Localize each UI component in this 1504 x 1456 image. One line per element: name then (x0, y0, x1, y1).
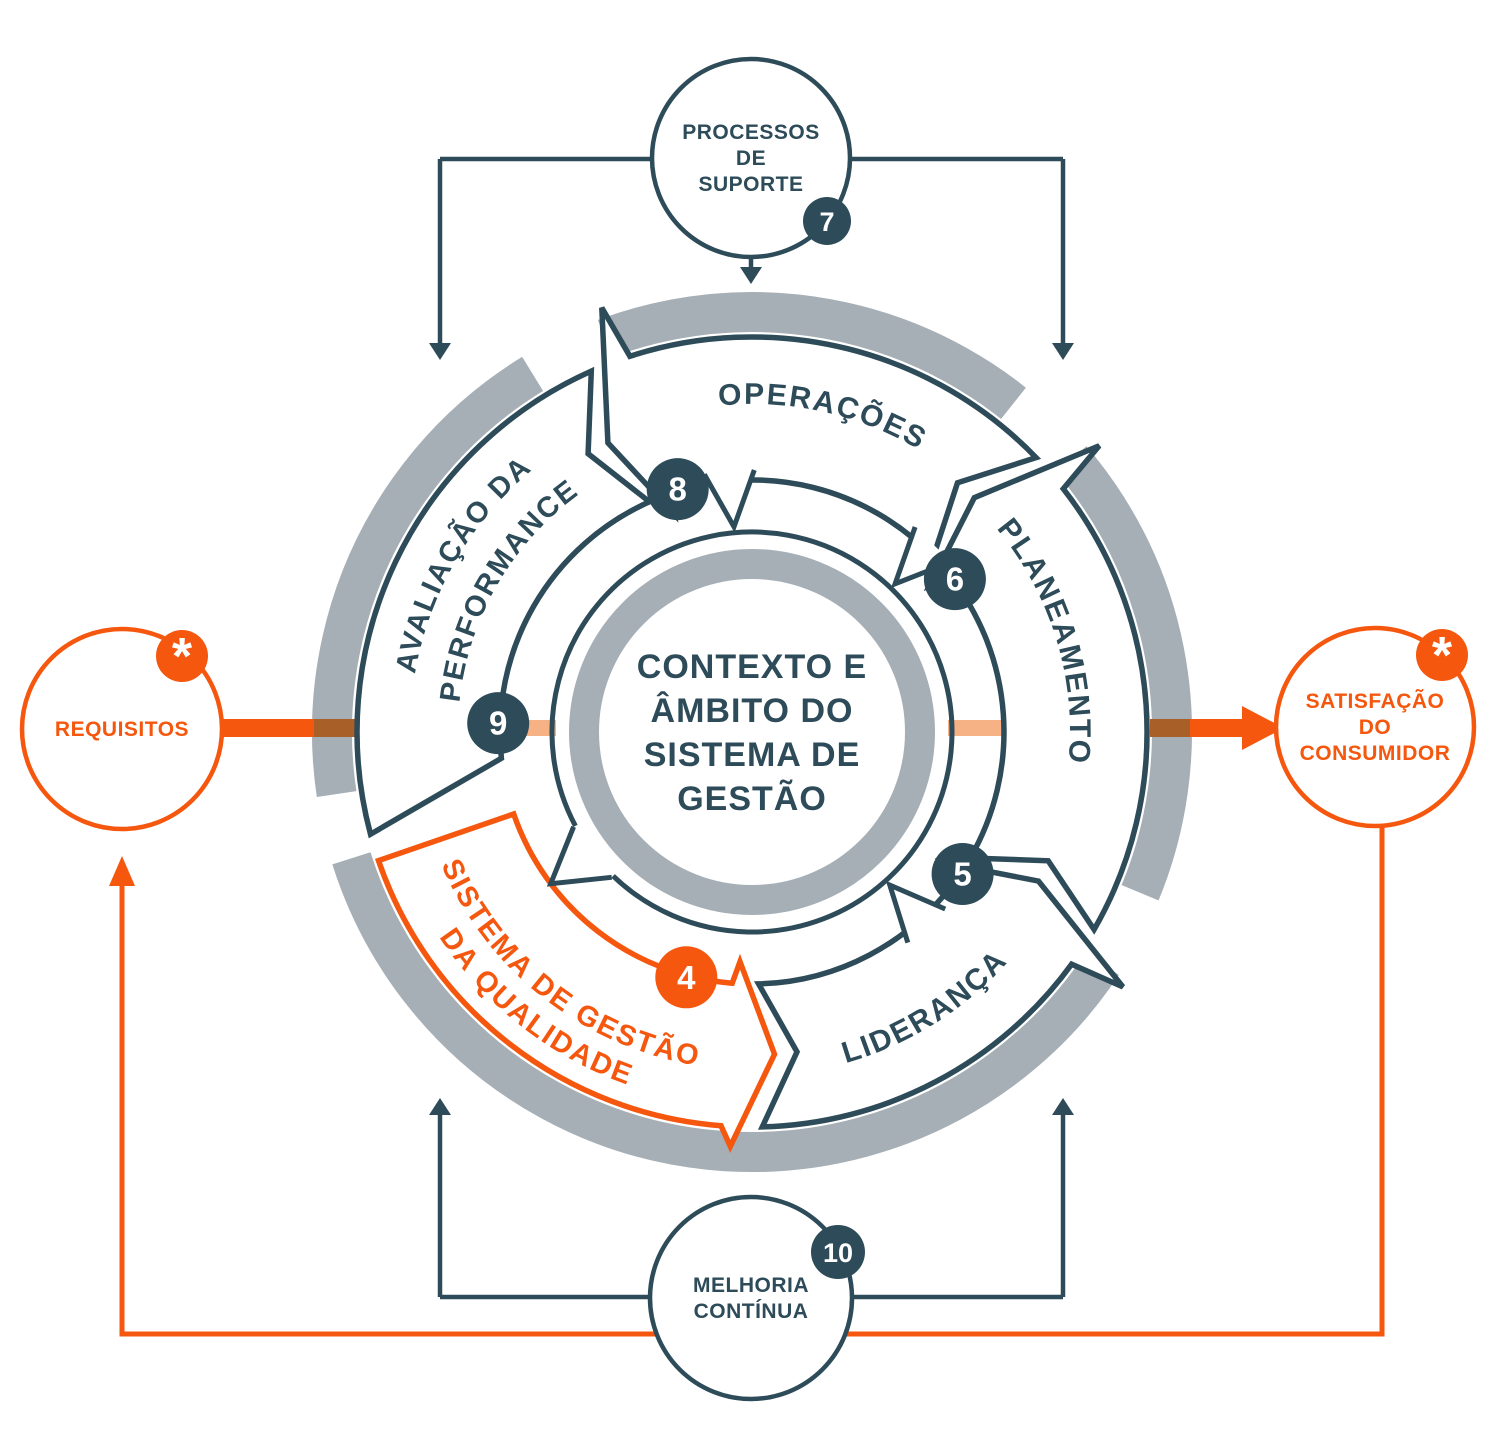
arrow-down-icon (429, 343, 451, 360)
requisitos-node-label: REQUISITOS (55, 718, 189, 741)
planeamento-badge (923, 548, 986, 611)
planeamento-badge-number: 6 (946, 561, 964, 598)
segment-pointer (702, 469, 757, 533)
processos-suporte-node (649, 56, 853, 260)
processos-suporte-badge (803, 197, 851, 245)
operacoes-badge (646, 458, 709, 521)
melhoria-continua-badge (811, 1225, 865, 1279)
requisitos-badge-label: * (172, 628, 193, 686)
center-circle-outline (549, 529, 955, 935)
lideranca-badge-number: 5 (953, 856, 971, 893)
avaliacao-segment (354, 366, 655, 839)
melhoria-continua-node (647, 1194, 855, 1402)
operacoes-badge-number: 8 (669, 471, 687, 508)
center-circle-tail (546, 825, 612, 887)
flow-bar-ring-left (312, 719, 357, 737)
sgq-badge (655, 946, 718, 1009)
processos-suporte-badge-label: 7 (819, 207, 834, 237)
flow-bar-ring-right (1150, 719, 1192, 737)
lideranca-segment (753, 858, 1126, 1130)
satisfaction-arrow-icon (1242, 706, 1284, 750)
requirements-input-bar (220, 719, 314, 737)
outer-ring (312, 292, 1192, 1172)
satisfacao-consumidor-badge (1416, 629, 1468, 681)
flow-bar-inner-right (948, 720, 1010, 736)
satisfacao-consumidor-node (1273, 625, 1477, 829)
satisfacao-consumidor-badge-label: * (1432, 627, 1453, 685)
arrow-up-icon (429, 1098, 451, 1115)
sgq-badge-number: 4 (677, 959, 696, 996)
operacoes-segment (599, 306, 1042, 563)
segment-pointer (885, 880, 947, 944)
sgq-segment (375, 810, 778, 1153)
avaliacao-badge (467, 692, 530, 755)
requisitos-badge (156, 630, 208, 682)
avaliacao-badge-number: 9 (489, 705, 507, 742)
satisfaction-output-bar (1190, 719, 1242, 737)
planeamento-segment (923, 443, 1150, 935)
arrow-up-icon (109, 856, 135, 886)
arrow-down-icon (1052, 343, 1074, 360)
lideranca-badge (931, 843, 994, 905)
arrow-down-icon (740, 267, 762, 284)
center-circle (569, 549, 935, 915)
melhoria-continua-badge-label: 10 (823, 1238, 853, 1268)
arrow-up-icon (1052, 1098, 1074, 1115)
